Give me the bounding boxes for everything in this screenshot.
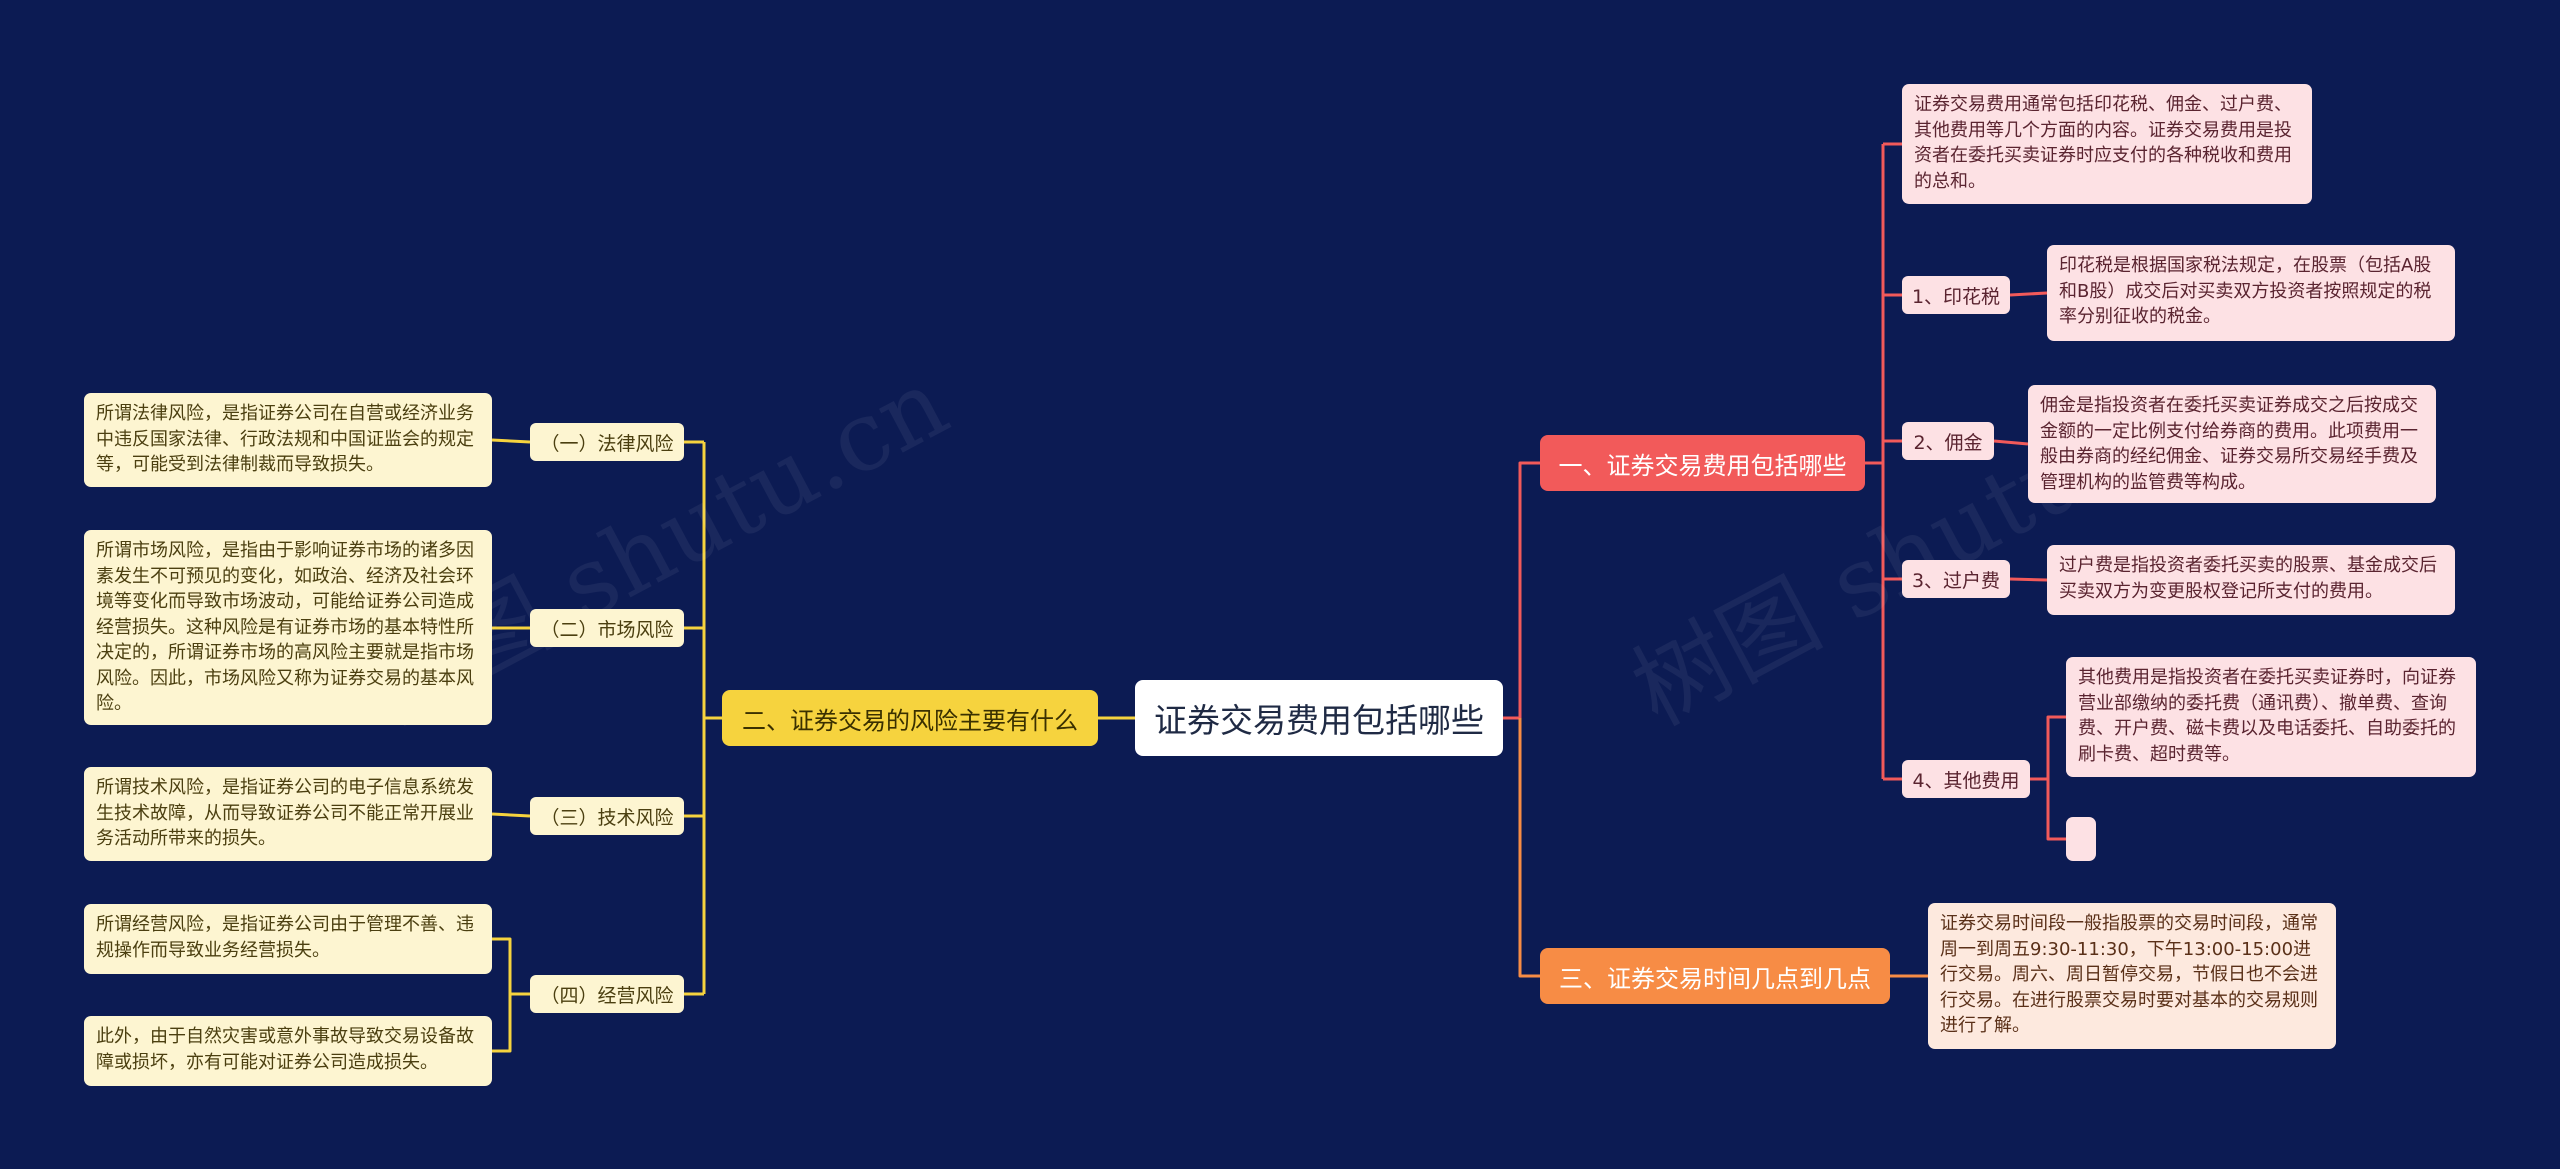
branch-hours[interactable]: 三、证券交易时间几点到几点: [1540, 948, 1890, 1004]
link-op-detail-1: [492, 937, 530, 996]
detail-fees-intro: 证券交易费用通常包括印花税、佣金、过户费、其他费用等几个方面的内容。证券交易费用…: [1902, 84, 2312, 204]
sub-legal-risk[interactable]: （一）法律风险: [530, 423, 684, 461]
detail-legal-risk: 所谓法律风险，是指证券公司在自营或经济业务中违反国家法律、行政法规和中国证监会的…: [84, 393, 492, 487]
sub-commission[interactable]: 2、佣金: [1902, 422, 1994, 460]
link-commission-detail: [1993, 439, 2029, 446]
detail-hours: 证券交易时间段一般指股票的交易时间段，通常周一到周五9:30-11:30，下午1…: [1928, 903, 2336, 1049]
detail-operation-risk-2: 此外，由于自然灾害或意外事故导致交易设备故障或损坏，亦有可能对证券公司造成损失。: [84, 1016, 492, 1086]
sub-tech-risk[interactable]: （三）技术风险: [530, 797, 684, 835]
sub-transfer-fee[interactable]: 3、过户费: [1902, 560, 2010, 598]
link-stamp-detail: [2009, 291, 2048, 297]
detail-other-fees-empty: [2066, 817, 2096, 861]
detail-stamp-tax: 印花税是根据国家税法规定，在股票（包括A股和B股）成交后对买卖双方投资者按照规定…: [2047, 245, 2455, 341]
detail-commission: 佣金是指投资者在委托买卖证券成交之后按成交金额的一定比例支付给券商的费用。此项费…: [2028, 385, 2436, 503]
link-root-fees: [1503, 461, 1540, 720]
detail-operation-risk-1: 所谓经营风险，是指证券公司由于管理不善、违规操作而导致业务经营损失。: [84, 904, 492, 974]
link-root-hours: [1518, 718, 1540, 978]
root-node[interactable]: 证券交易费用包括哪些: [1135, 680, 1503, 756]
link-other-detail-1: [2030, 715, 2066, 781]
link-transfer-detail: [2009, 577, 2048, 582]
link-other-detail-2: [2046, 779, 2066, 841]
detail-tech-risk: 所谓技术风险，是指证券公司的电子信息系统发生技术故障，从而导致证券公司不能正常开…: [84, 767, 492, 861]
link-tech-detail: [491, 812, 531, 818]
detail-market-risk: 所谓市场风险，是指由于影响证券市场的诸多因素发生不可预见的变化，如政治、经济及社…: [84, 530, 492, 725]
sub-other-fees[interactable]: 4、其他费用: [1902, 760, 2030, 798]
link-op-detail-2: [492, 994, 512, 1053]
branch-risks[interactable]: 二、证券交易的风险主要有什么: [722, 690, 1098, 746]
sub-operation-risk[interactable]: （四）经营风险: [530, 975, 684, 1013]
branch-fees[interactable]: 一、证券交易费用包括哪些: [1540, 435, 1865, 491]
link-legal-detail: [491, 438, 531, 444]
detail-other-fees: 其他费用是指投资者在委托买卖证券时，向证券营业部缴纳的委托费（通讯费）、撤单费、…: [2066, 657, 2476, 777]
detail-transfer-fee: 过户费是指投资者委托买卖的股票、基金成交后买卖双方为变更股权登记所支付的费用。: [2047, 545, 2455, 615]
sub-stamp-tax[interactable]: 1、印花税: [1902, 276, 2010, 314]
sub-market-risk[interactable]: （二）市场风险: [530, 609, 684, 647]
